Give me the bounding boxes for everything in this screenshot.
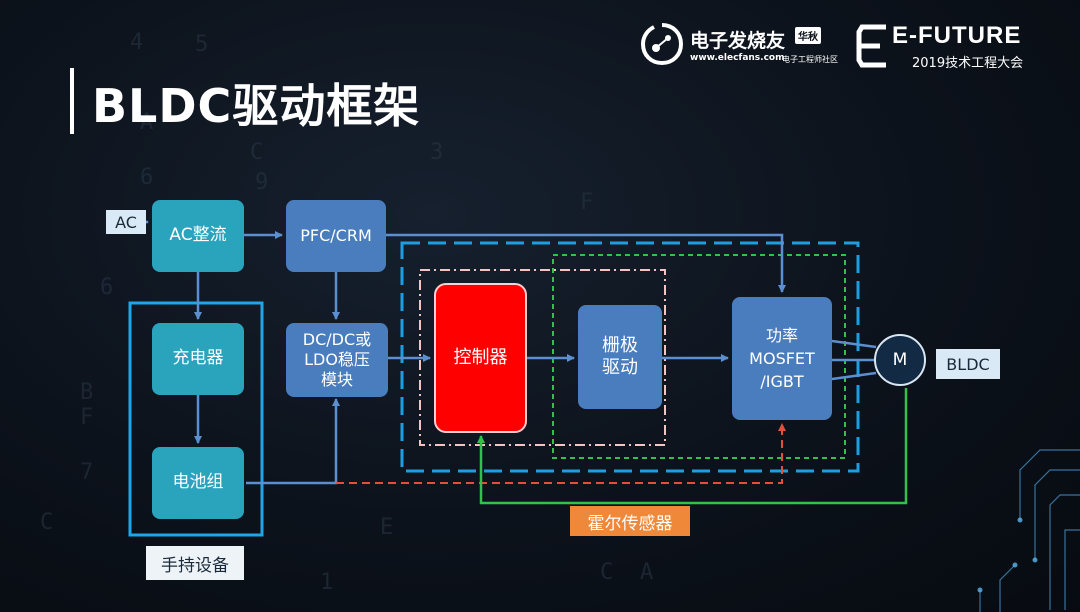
bg-digit: 6: [140, 165, 154, 190]
gate-line-1: 栅极: [602, 334, 638, 356]
dcdc-line-2: LDO稳压: [304, 350, 370, 369]
dcdc-line-1: DC/DC或: [302, 330, 372, 349]
power-line-2: MOSFET: [749, 348, 815, 368]
gate-driver-block: 栅极 驱动: [578, 305, 662, 409]
bg-digit: E: [380, 515, 394, 540]
bg-digit: 6: [100, 275, 114, 300]
ac-input-label: AC: [106, 210, 146, 234]
bg-digit: 7: [80, 460, 94, 485]
bg-digit: C: [600, 560, 614, 585]
elecfans-logo-community: 电子工程师社区: [782, 55, 838, 64]
motor-symbol: [874, 334, 926, 386]
bg-digit: 4: [130, 30, 144, 55]
dcdc-line-3: 模块: [320, 370, 353, 389]
ac-rectifier-block: AC整流: [152, 200, 244, 272]
charger-block: 充电器: [152, 323, 244, 395]
title-accent-bar: [70, 68, 74, 134]
elecfans-logo-badge: 华秋: [795, 27, 821, 44]
bg-digit: F: [580, 190, 594, 215]
bg-digit: C: [40, 510, 54, 535]
gate-line-2: 驱动: [602, 357, 638, 378]
bg-digit: 5: [195, 32, 209, 57]
efuture-logo: E-FUTURE 2019技术工程大会: [856, 22, 1046, 71]
bg-digit: F: [80, 405, 94, 430]
battery-block: 电池组: [152, 447, 244, 519]
bg-digit: A: [140, 110, 154, 135]
power-line-3: /IGBT: [760, 372, 804, 392]
bg-digit: 9: [255, 170, 269, 195]
bg-digit: A: [640, 560, 654, 585]
efuture-logo-icon: [856, 24, 886, 68]
efuture-logo-subtitle: 2019技术工程大会: [912, 56, 1024, 71]
elecfans-logo-name: 电子发烧友: [690, 30, 786, 52]
motor-label: M: [892, 350, 908, 370]
dcdc-ldo-block: DC/DC或 LDO稳压 模块: [286, 323, 388, 397]
elecfans-logo-icon: [640, 23, 684, 66]
elecfans-logo-url: www.elecfans.com: [690, 53, 785, 63]
page-title: BLDC驱动框架: [92, 79, 421, 133]
bg-digit: B: [80, 380, 94, 405]
handheld-device-frame: [128, 301, 264, 537]
hall-sensor-label: 霍尔传感器: [570, 506, 690, 536]
circuit-decoration: [977, 449, 1080, 612]
elecfans-logo: 电子发烧友 华秋 www.elecfans.com 电子工程师社区: [640, 22, 840, 70]
bg-digit: 3: [430, 140, 444, 165]
power-mosfet-igbt-block: 功率 MOSFET /IGBT: [732, 297, 832, 420]
pfc-block: PFC/CRM: [286, 200, 386, 272]
power-stage-frame: [552, 254, 846, 459]
controller-frame: [419, 269, 666, 446]
bg-digit: 1: [320, 570, 334, 595]
bg-digit: C: [250, 140, 264, 165]
efuture-logo-name: E-FUTURE: [892, 22, 1022, 49]
handheld-device-label: 手持设备: [146, 546, 244, 580]
power-line-1: 功率: [765, 325, 798, 345]
controller-block: 控制器: [434, 283, 527, 433]
bldc-label: BLDC: [936, 349, 1000, 379]
